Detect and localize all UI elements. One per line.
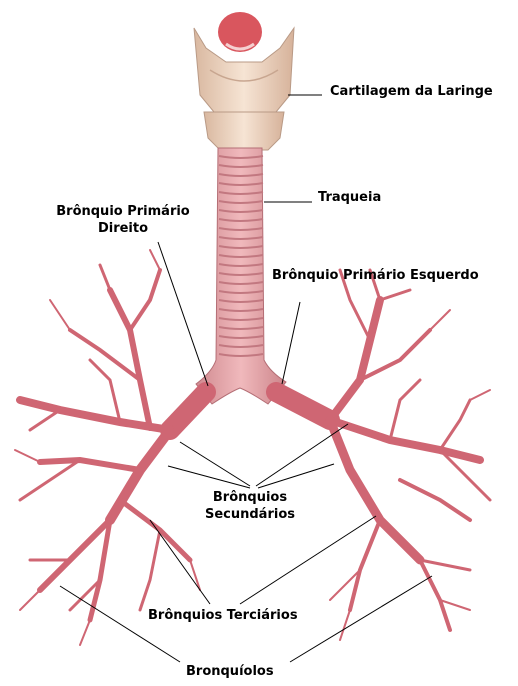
label-tertiary-bronchi: Brônquios Terciários [148,608,298,625]
left-bronchial-tree [276,270,490,640]
label-secondary-line2: Secundários [180,507,320,524]
label-right-primary-bronchus: Brônquio Primário Direito [38,204,208,238]
label-secondary-bronchi: Brônquios Secundários [180,490,320,524]
label-trachea: Traqueia [318,190,381,207]
right-bronchial-tree [15,250,206,645]
label-right-primary-line1: Brônquio Primário [38,204,208,221]
label-right-primary-line2: Direito [38,221,208,238]
label-secondary-line1: Brônquios [180,490,320,507]
larynx [194,12,294,150]
label-left-primary-bronchus: Brônquio Primário Esquerdo [272,268,479,285]
epiglottis [218,12,262,52]
label-larynx-cartilage: Cartilagem da Laringe [330,84,493,101]
label-bronchioles: Bronquíolos [186,664,274,681]
